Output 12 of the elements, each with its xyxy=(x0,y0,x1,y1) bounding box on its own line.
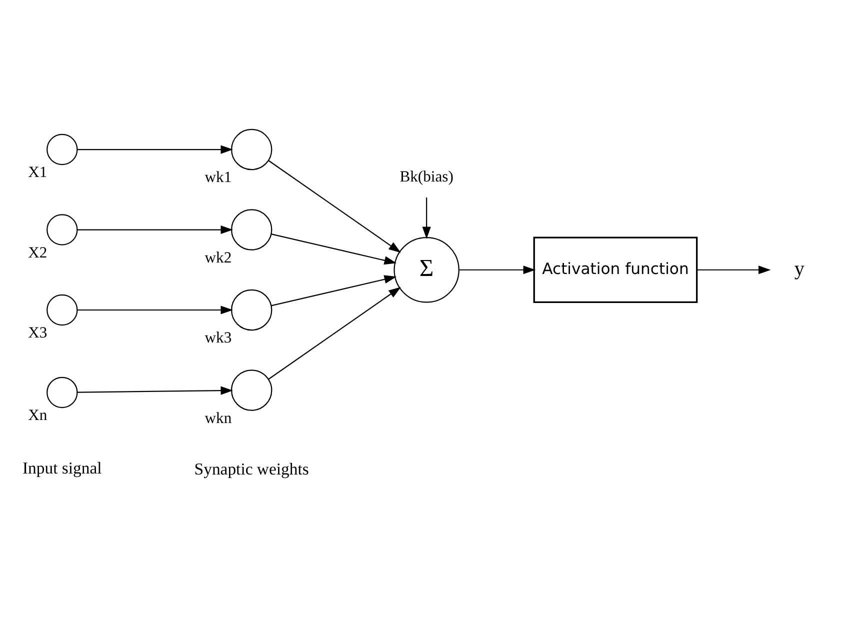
node-text: y xyxy=(794,258,804,280)
node-label: wk1 xyxy=(204,169,232,186)
node-label: Xn xyxy=(28,406,48,424)
node-label: wk2 xyxy=(204,249,232,266)
label: Synaptic weights xyxy=(194,459,309,478)
node-label: X1 xyxy=(28,164,48,182)
node-text: Bk(bias) xyxy=(400,168,454,186)
node-label: X3 xyxy=(28,324,48,342)
node-label: wkn xyxy=(204,410,232,427)
node-label: wk3 xyxy=(204,330,232,347)
node-label: X2 xyxy=(28,244,48,262)
label: Input signal xyxy=(22,458,102,478)
